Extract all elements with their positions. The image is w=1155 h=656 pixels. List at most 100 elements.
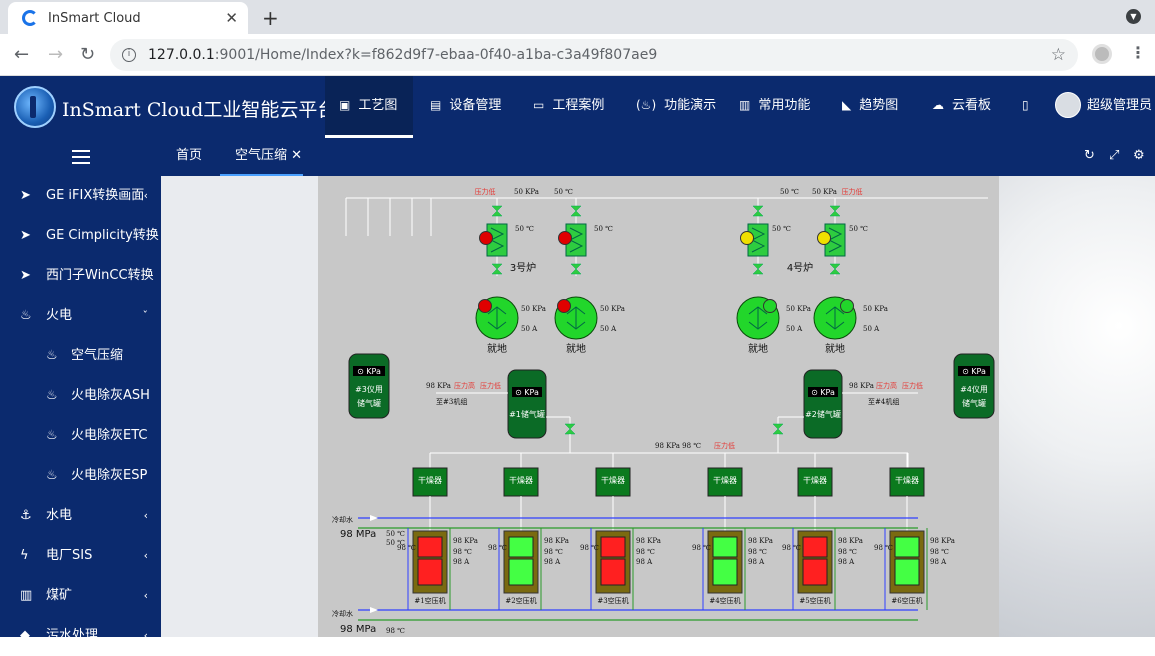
browser-menu-icon[interactable]: ⋮ — [1130, 43, 1146, 62]
temp-value: 98 ℃ — [692, 544, 711, 552]
pressure-value: 50 KPa — [521, 305, 546, 313]
tab-air-compression[interactable]: 空气压缩 ✕ — [220, 140, 303, 176]
status-indicator — [817, 231, 831, 245]
paper-plane-icon: ➤ — [20, 188, 31, 203]
avatar[interactable] — [1055, 92, 1081, 118]
forward-icon[interactable]: → — [48, 44, 64, 65]
sidebar-item-1[interactable]: ➤GE Cimplicity转换 — [0, 216, 161, 256]
dryer-2 — [503, 467, 539, 497]
nav-device-management[interactable]: ▤设备管理 — [430, 98, 502, 113]
site-info-icon[interactable]: i — [122, 48, 136, 62]
background-image — [999, 176, 1155, 637]
sidebar-item-10[interactable]: ▥煤矿‹ — [0, 576, 161, 616]
valve-icon — [570, 205, 582, 217]
temp-value: 50 ℃ — [594, 225, 613, 233]
current-value: 98 A — [748, 558, 765, 566]
sidebar-item-label: 空气压缩 — [71, 348, 124, 363]
laptop-icon: ▭ — [533, 98, 545, 112]
compressor-display — [508, 558, 534, 586]
new-tab-icon[interactable]: + — [262, 6, 279, 30]
refresh-icon[interactable]: ↻ — [1084, 148, 1095, 163]
sidebar-item-6[interactable]: ♨火电除灰ETC — [0, 416, 161, 456]
sidebar-item-11[interactable]: ◆污水处理‹ — [0, 616, 161, 656]
chevron-icon: ‹ — [143, 189, 148, 202]
flame-icon: ♨ — [46, 468, 58, 483]
pressure-low-alarm: 压力低 — [902, 381, 923, 390]
browser-toolbar: ← → ↻ i 127.0.0.1:9001/Home/Index?k=f862d… — [0, 34, 1155, 76]
browser-tab[interactable]: InSmart Cloud✕ — [8, 2, 248, 34]
close-tab-icon[interactable]: ✕ — [225, 9, 238, 27]
pressure-value: 98 MPa — [340, 529, 376, 540]
status-indicator — [478, 299, 492, 313]
settings-gear-icon[interactable]: ⚙ — [1133, 148, 1145, 163]
url-host: 127.0.0.1 — [148, 47, 215, 63]
tab-home[interactable]: 首页 — [176, 148, 203, 163]
tank-label: #2储气罐 — [805, 409, 841, 419]
nav-process-diagram[interactable]: ▣工艺图 — [325, 76, 413, 138]
current-value: 98 A — [930, 558, 947, 566]
site-favicon-icon — [22, 10, 38, 26]
temp-value: 98 ℃ — [386, 627, 405, 635]
display — [958, 366, 990, 376]
valve-icon — [829, 263, 841, 275]
compressor-display — [600, 536, 626, 558]
valve-icon — [570, 263, 582, 275]
sidebar-item-label: GE Cimplicity转换 — [46, 228, 159, 243]
fullscreen-icon[interactable]: ⤢ — [1109, 148, 1120, 163]
nav-project-cases[interactable]: ▭工程案例 — [533, 98, 605, 113]
sidebar-item-4[interactable]: ♨空气压缩 — [0, 336, 161, 376]
bolt-icon: ϟ — [20, 548, 29, 563]
dryer-label: 干燥器 — [418, 476, 442, 485]
chevron-icon: ‹ — [143, 549, 148, 562]
sidebar-item-label: 煤矿 — [46, 588, 73, 603]
app-logo — [14, 86, 56, 128]
nav-trend[interactable]: ◣趋势图 — [842, 98, 899, 113]
address-bar[interactable]: i 127.0.0.1:9001/Home/Index?k=f862d9f7-eb… — [110, 39, 1078, 71]
reload-icon[interactable]: ↻ — [80, 44, 96, 65]
nav-demo[interactable]: (♨)功能演示 — [636, 98, 717, 113]
compressor-display — [802, 558, 828, 586]
air-tank-1 — [507, 369, 547, 439]
current-value: 50 A — [521, 325, 538, 333]
valve-icon — [752, 205, 764, 217]
sidebar-item-7[interactable]: ♨火电除灰ESP — [0, 456, 161, 496]
sidebar-item-0[interactable]: ➤GE iFIX转换画面‹ — [0, 176, 161, 216]
user-name[interactable]: 超级管理员 — [1087, 98, 1153, 113]
compressor-label: #5空压机 — [799, 596, 830, 605]
send-icon: ➤ — [20, 268, 31, 283]
tank-label: #1储气罐 — [509, 409, 545, 419]
pressure-value: 98 KPa — [426, 382, 451, 390]
page-tabstrip: 首页 空气压缩 ✕ ↻ ⤢ ⚙ — [161, 140, 1155, 176]
sidebar-item-5[interactable]: ♨火电除灰ASH — [0, 376, 161, 416]
flame-icon: ♨ — [46, 428, 58, 443]
current-value: 50 A — [863, 325, 880, 333]
status-indicator — [479, 231, 493, 245]
menu-toggle-icon[interactable] — [72, 150, 90, 164]
dryer-label: 干燥器 — [895, 476, 919, 485]
nav-document[interactable]: ▯ — [1022, 76, 1037, 138]
profile-icon[interactable] — [1092, 44, 1112, 64]
compressor-display — [417, 536, 443, 558]
back-icon[interactable]: ← — [14, 44, 30, 65]
nav-cloud-board[interactable]: ☁云看板 — [932, 98, 992, 113]
nav-common-functions[interactable]: ▥常用功能 — [739, 98, 811, 113]
dryer-5 — [797, 467, 833, 497]
sidebar-item-8[interactable]: ⚓水电‹ — [0, 496, 161, 536]
bookmark-star-icon[interactable]: ☆ — [1050, 45, 1066, 65]
tab-search-icon[interactable]: ▼ — [1126, 9, 1141, 24]
close-tab-icon[interactable]: ✕ — [291, 148, 303, 163]
url-path: :9001/Home/Index?k=f862d9f7-ebaa-0f40-a1… — [214, 47, 658, 63]
pressure-value: 98 KPa — [930, 537, 955, 545]
image-icon: ▣ — [339, 98, 351, 112]
tank-label: 储气罐 — [357, 398, 381, 408]
temp-value: 98 ℃ — [874, 544, 893, 552]
pressure-low-alarm: 压力低 — [475, 187, 496, 196]
pressure-value: 50 KPa — [786, 305, 811, 313]
compressor-display — [802, 536, 828, 558]
sidebar-item-2[interactable]: ➤西门子WinCC转换 — [0, 256, 161, 296]
